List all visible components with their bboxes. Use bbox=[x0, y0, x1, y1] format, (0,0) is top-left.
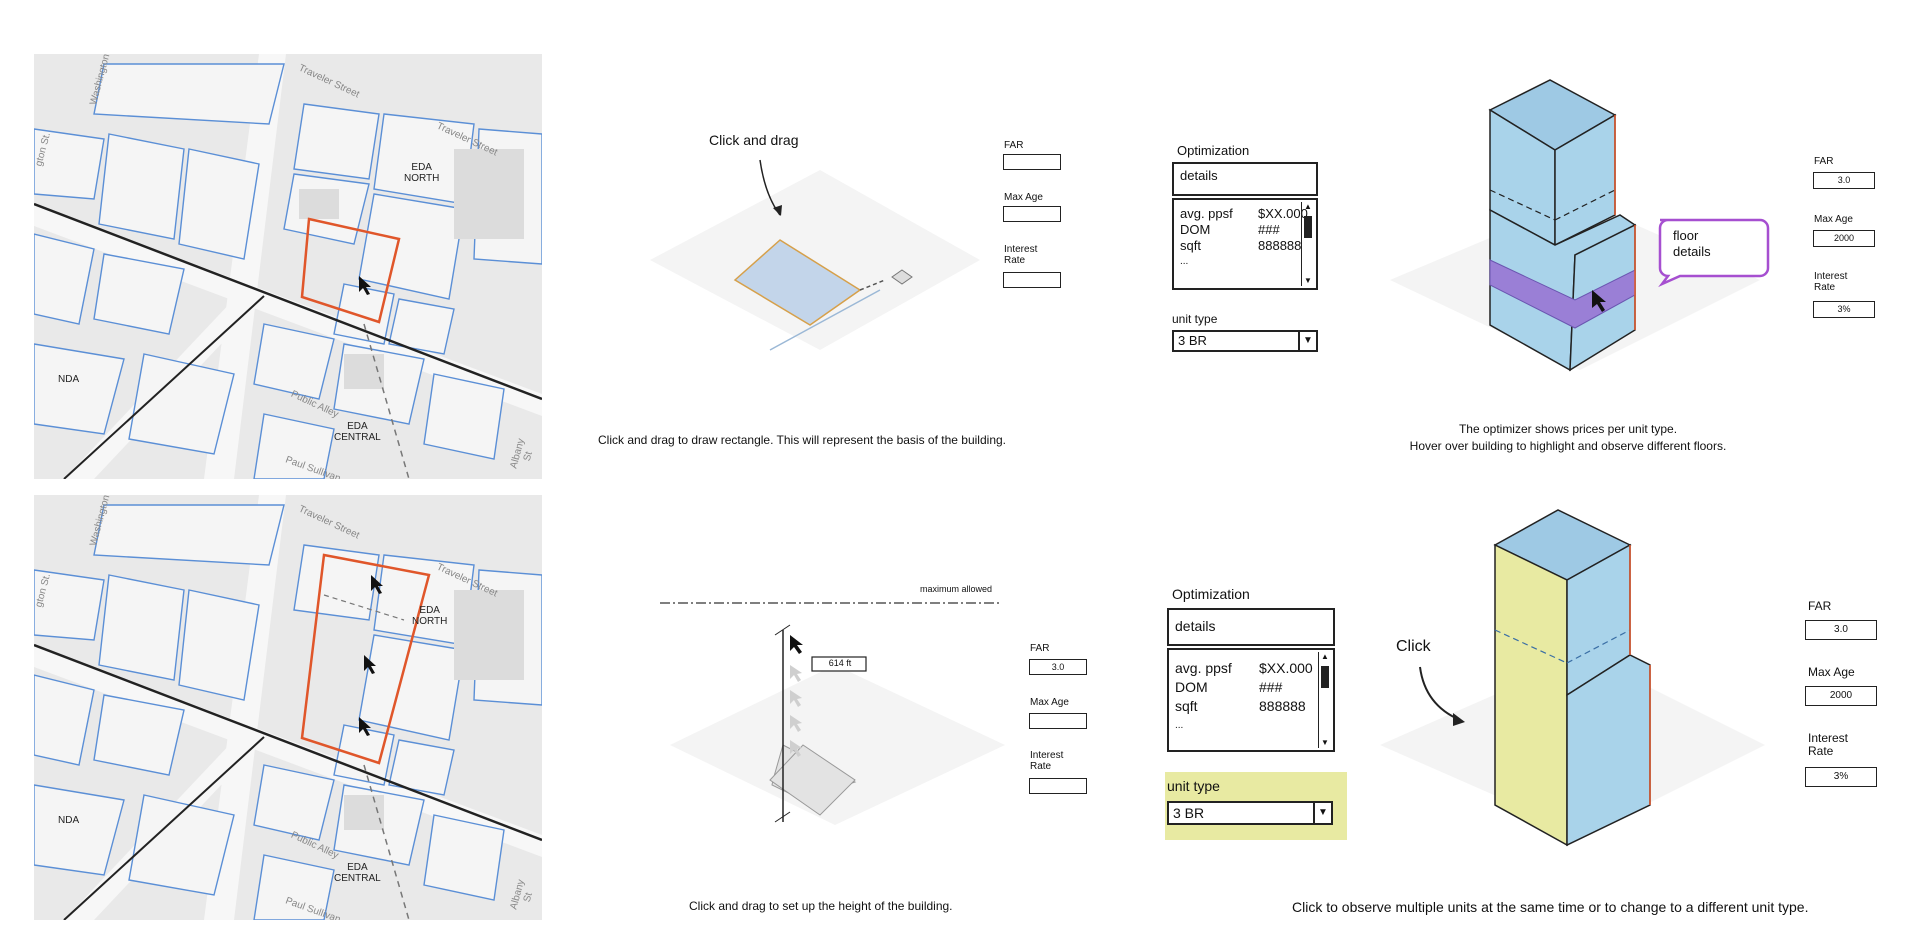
interest-rate-input[interactable]: 3% bbox=[1813, 301, 1875, 318]
row-value: 888888 bbox=[1259, 698, 1306, 714]
selected-parcel bbox=[300, 217, 401, 324]
far-label: FAR bbox=[1030, 643, 1050, 654]
max-age-input[interactable] bbox=[1029, 713, 1087, 729]
max-age-label: Max Age bbox=[1030, 697, 1069, 708]
far-input[interactable]: 3.0 bbox=[1805, 620, 1877, 640]
far-label: FAR bbox=[1814, 156, 1834, 167]
unit-type-label: unit type bbox=[1167, 778, 1220, 794]
interest-rate-label: Interest Rate bbox=[1004, 244, 1038, 266]
hover-caption-line2: Hover over building to highlight and obs… bbox=[1409, 439, 1727, 453]
list-item: avg. ppsf $XX.000 bbox=[1175, 660, 1313, 676]
interest-rate-label: Interest Rate bbox=[1814, 271, 1848, 293]
draw-base-canvas[interactable] bbox=[640, 140, 1000, 380]
row-key: avg. ppsf bbox=[1175, 660, 1232, 676]
row-key: DOM bbox=[1175, 679, 1208, 695]
label-eda-central: EDA CENTRAL bbox=[334, 862, 381, 884]
max-age-input[interactable]: 2000 bbox=[1813, 230, 1875, 247]
chevron-down-icon[interactable]: ▼ bbox=[1298, 332, 1316, 350]
far-input[interactable]: 3.0 bbox=[1813, 172, 1875, 189]
draw-hint: Click and drag bbox=[709, 132, 799, 148]
parcel-map-bottom[interactable]: EDA NORTH EDA CENTRAL NDA Traveler Stree… bbox=[34, 495, 542, 920]
unit-type-select[interactable]: 3 BR ▼ bbox=[1172, 330, 1318, 352]
list-scrollbar[interactable]: ▲▼ bbox=[1301, 202, 1314, 286]
interest-rate-label: Interest Rate bbox=[1030, 750, 1064, 772]
list-item: DOM ### bbox=[1180, 222, 1296, 238]
list-item: sqft 888888 bbox=[1175, 698, 1313, 714]
optimization-title: Optimization bbox=[1177, 143, 1250, 158]
label-eda-north: EDA NORTH bbox=[404, 162, 440, 184]
label-nda: NDA bbox=[58, 374, 80, 385]
row-key: ... bbox=[1180, 256, 1189, 267]
unit-type-value: 3 BR bbox=[1173, 805, 1205, 821]
draw-caption: Click and drag to draw rectangle. This w… bbox=[598, 433, 1006, 447]
hover-caption-line1: The optimizer shows prices per unit type… bbox=[1458, 422, 1678, 436]
floor-details-callout: floor details bbox=[1673, 228, 1711, 259]
scroll-down-icon[interactable]: ▼ bbox=[1304, 276, 1312, 285]
max-allowed-label: maximum allowed bbox=[920, 584, 993, 594]
list-item: DOM ### bbox=[1175, 679, 1313, 695]
label-eda-north: EDA NORTH bbox=[412, 605, 448, 627]
row-value: ### bbox=[1258, 222, 1280, 237]
max-age-label: Max Age bbox=[1004, 192, 1043, 203]
max-age-label: Max Age bbox=[1814, 214, 1853, 225]
row-key: sqft bbox=[1175, 698, 1198, 714]
row-value: ### bbox=[1259, 679, 1283, 695]
height-value[interactable]: 614 ft bbox=[828, 658, 852, 668]
scroll-up-icon[interactable]: ▲ bbox=[1321, 652, 1329, 661]
interest-rate-input[interactable] bbox=[1029, 778, 1087, 794]
list-item: ... bbox=[1180, 256, 1296, 272]
height-canvas[interactable] bbox=[655, 585, 1015, 845]
building-hover-view[interactable] bbox=[1380, 70, 1770, 390]
row-key: ... bbox=[1175, 720, 1184, 731]
building-multi-view[interactable] bbox=[1375, 505, 1765, 855]
list-item: sqft 888888 bbox=[1180, 238, 1301, 254]
far-label: FAR bbox=[1004, 140, 1024, 151]
interest-rate-input[interactable]: 3% bbox=[1805, 767, 1877, 787]
height-caption: Click and drag to set up the height of t… bbox=[689, 899, 953, 913]
unit-type-select[interactable]: 3 BR ▼ bbox=[1167, 801, 1333, 825]
label-eda-central: EDA CENTRAL bbox=[334, 421, 381, 443]
row-value: 888888 bbox=[1258, 238, 1302, 253]
max-age-input[interactable]: 2000 bbox=[1805, 686, 1877, 706]
optimization-list[interactable]: avg. ppsf $XX.000 DOM ### sqft 888888 ... ▲… bbox=[1167, 648, 1335, 752]
max-age-label: Max Age bbox=[1808, 665, 1855, 679]
parcel-map-top[interactable]: EDA NORTH EDA CENTRAL NDA Traveler Stree… bbox=[34, 54, 542, 479]
list-item: ... bbox=[1175, 720, 1313, 736]
interest-rate-input[interactable] bbox=[1003, 272, 1061, 288]
row-key: DOM bbox=[1180, 222, 1211, 237]
list-scrollbar[interactable]: ▲▼ bbox=[1318, 652, 1331, 748]
max-age-input[interactable] bbox=[1003, 206, 1061, 222]
optimization-title: Optimization bbox=[1172, 586, 1250, 602]
details-dropdown[interactable]: details bbox=[1167, 608, 1335, 646]
chevron-down-icon[interactable]: ▼ bbox=[1313, 803, 1331, 823]
far-label: FAR bbox=[1808, 599, 1832, 613]
row-value: $XX.000 bbox=[1258, 206, 1308, 221]
scroll-down-icon[interactable]: ▼ bbox=[1321, 738, 1329, 747]
optimization-list[interactable]: avg. ppsf $XX.000 DOM ### sqft 888888 ... ▲… bbox=[1172, 198, 1318, 290]
list-item: avg. ppsf $XX.000 bbox=[1180, 206, 1308, 222]
multi-caption: Click to observe multiple units at the s… bbox=[1292, 899, 1809, 915]
far-input[interactable] bbox=[1003, 154, 1061, 170]
row-value: $XX.000 bbox=[1259, 660, 1313, 676]
row-key: sqft bbox=[1180, 238, 1201, 253]
scroll-up-icon[interactable]: ▲ bbox=[1304, 202, 1312, 211]
scroll-thumb[interactable] bbox=[1304, 216, 1312, 238]
row-key: avg. ppsf bbox=[1180, 206, 1233, 221]
interest-rate-label: Interest Rate bbox=[1808, 731, 1849, 758]
details-dropdown[interactable]: details bbox=[1172, 162, 1318, 196]
scroll-thumb[interactable] bbox=[1321, 666, 1329, 688]
selected-parcel-area bbox=[300, 553, 431, 765]
unit-type-label: unit type bbox=[1172, 312, 1218, 326]
label-nda: NDA bbox=[58, 815, 80, 826]
far-input[interactable]: 3.0 bbox=[1029, 659, 1087, 675]
unit-type-value: 3 BR bbox=[1178, 333, 1207, 348]
click-hint: Click bbox=[1396, 638, 1431, 655]
